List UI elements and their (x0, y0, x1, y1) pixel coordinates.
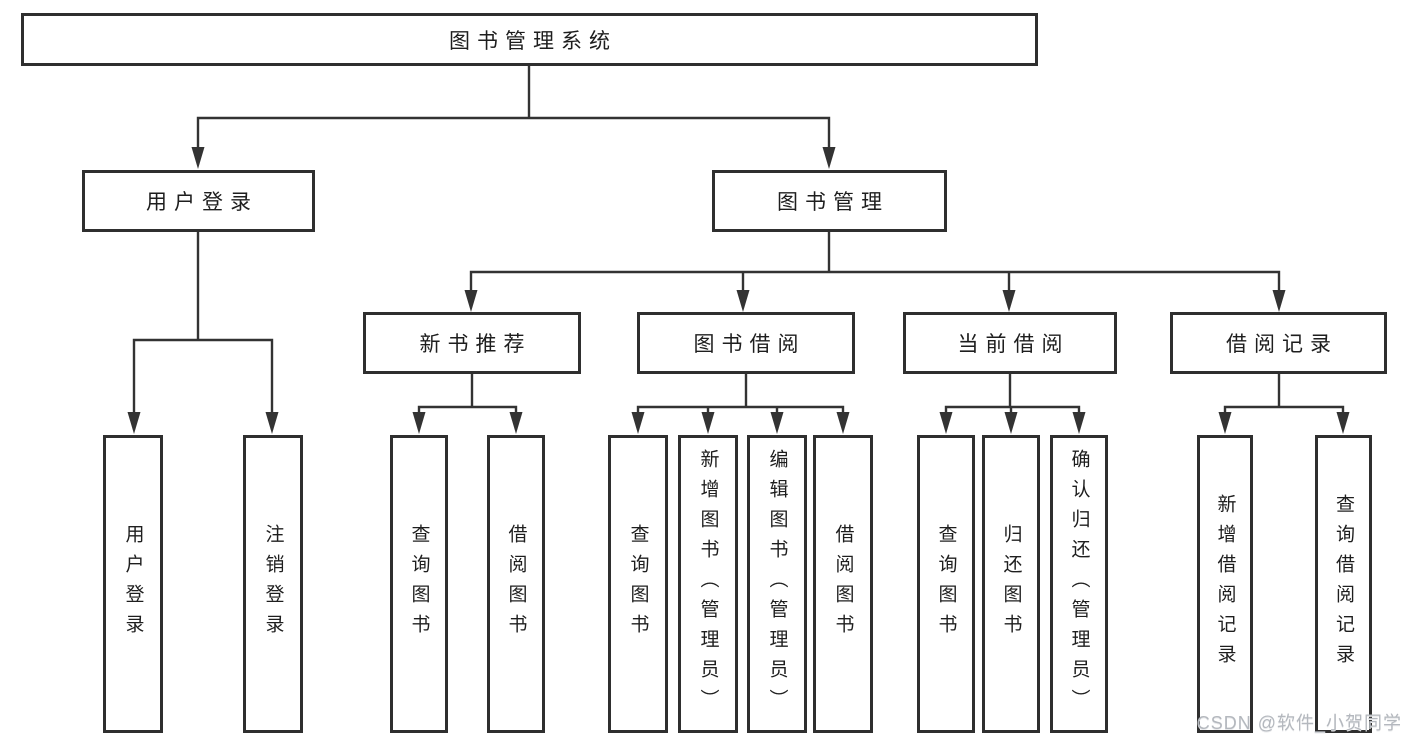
leaf-cb-query-books: 查询图书 (917, 435, 975, 733)
leaf-bb-add-books-admin: 新增图书（管理员） (678, 435, 738, 733)
leaf-logout-label: 注销登录 (262, 524, 284, 644)
leaf-cb-confirm-return-admin-label: 确认归还（管理员） (1068, 449, 1090, 719)
node-book-borrow: 图书借阅 (637, 312, 855, 374)
leaf-br-add-record: 新增借阅记录 (1197, 435, 1253, 733)
leaf-cb-query-books-label: 查询图书 (935, 524, 957, 644)
node-current-borrow: 当前借阅 (903, 312, 1117, 374)
leaf-nb-query-books: 查询图书 (390, 435, 448, 733)
leaf-nb-borrow-books-label: 借阅图书 (505, 524, 527, 644)
leaf-nb-borrow-books: 借阅图书 (487, 435, 545, 733)
leaf-bb-query-books: 查询图书 (608, 435, 668, 733)
leaf-br-query-record: 查询借阅记录 (1315, 435, 1372, 733)
node-user-login-label: 用户登录 (146, 191, 258, 214)
node-book-borrow-label: 图书借阅 (693, 333, 806, 356)
leaf-bb-add-books-admin-label: 新增图书（管理员） (697, 449, 719, 719)
node-borrow-records-label: 借阅记录 (1226, 333, 1338, 356)
node-user-login: 用户登录 (82, 170, 315, 232)
leaf-bb-query-books-label: 查询图书 (627, 524, 649, 644)
node-new-book-recommend: 新书推荐 (363, 312, 581, 374)
leaf-user-login: 用户登录 (103, 435, 163, 733)
leaf-bb-borrow-books: 借阅图书 (813, 435, 873, 733)
leaf-bb-edit-books-admin: 编辑图书（管理员） (747, 435, 807, 733)
node-borrow-records: 借阅记录 (1170, 312, 1387, 374)
node-root-library-system: 图书管理系统 (21, 13, 1038, 66)
leaf-cb-return-books: 归还图书 (982, 435, 1040, 733)
leaf-bb-borrow-books-label: 借阅图书 (832, 524, 854, 644)
node-book-management: 图书管理 (712, 170, 947, 232)
node-root-label: 图书管理系统 (449, 29, 617, 53)
node-new-book-recommend-label: 新书推荐 (419, 333, 532, 356)
leaf-cb-confirm-return-admin: 确认归还（管理员） (1050, 435, 1108, 733)
leaf-cb-return-books-label: 归还图书 (1000, 524, 1022, 644)
node-book-management-label: 图书管理 (777, 191, 889, 214)
node-current-borrow-label: 当前借阅 (957, 333, 1070, 356)
leaf-bb-edit-books-admin-label: 编辑图书（管理员） (766, 449, 788, 719)
leaf-br-add-record-label: 新增借阅记录 (1214, 494, 1236, 674)
leaf-br-query-record-label: 查询借阅记录 (1333, 494, 1354, 674)
csdn-watermark: CSDN @软件_小贺同学 (1196, 713, 1402, 733)
leaf-logout: 注销登录 (243, 435, 303, 733)
leaf-user-login-label: 用户登录 (122, 524, 144, 644)
leaf-nb-query-books-label: 查询图书 (408, 524, 430, 644)
